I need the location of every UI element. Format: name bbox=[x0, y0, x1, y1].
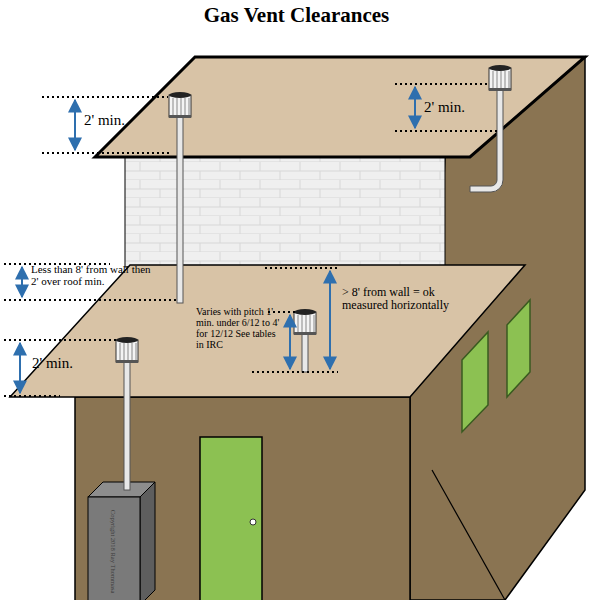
vent-pipe bbox=[124, 358, 130, 490]
wall-corner bbox=[432, 470, 505, 600]
vent-cap bbox=[169, 92, 191, 118]
upper-roof bbox=[95, 57, 585, 157]
vent-cap bbox=[489, 65, 511, 91]
furnace-side bbox=[140, 482, 155, 600]
vent-cap bbox=[116, 337, 138, 363]
copyright-watermark: Copyright 2018 Ray Thommasa bbox=[110, 510, 117, 593]
title: Gas Vent Clearances bbox=[0, 4, 593, 27]
window bbox=[462, 332, 488, 432]
vent-pipe bbox=[177, 115, 183, 303]
vent-pipe-elbow bbox=[470, 88, 503, 192]
clearance-note: Less than 8' from wall then 2' over roof… bbox=[31, 263, 151, 287]
vent-pipe bbox=[302, 330, 308, 372]
door-knob bbox=[250, 519, 256, 525]
tower-wall bbox=[125, 157, 445, 267]
dimension-arrows bbox=[20, 87, 415, 393]
window bbox=[507, 300, 530, 397]
dimension-label: 2' min. bbox=[424, 99, 494, 116]
furnace-box bbox=[88, 497, 140, 600]
clearance-note: Varies with pitch 1' min. under 6/12 to … bbox=[196, 306, 280, 350]
vent-pipes bbox=[124, 88, 503, 490]
dimension-label: 2' min. bbox=[32, 355, 102, 372]
vent-cap bbox=[294, 309, 316, 335]
door bbox=[200, 437, 262, 600]
dimension-label: 2' min. bbox=[84, 112, 154, 129]
clearance-note: > 8' from wall = ok measured horizontall… bbox=[342, 286, 467, 312]
dimension-guides bbox=[4, 84, 500, 396]
